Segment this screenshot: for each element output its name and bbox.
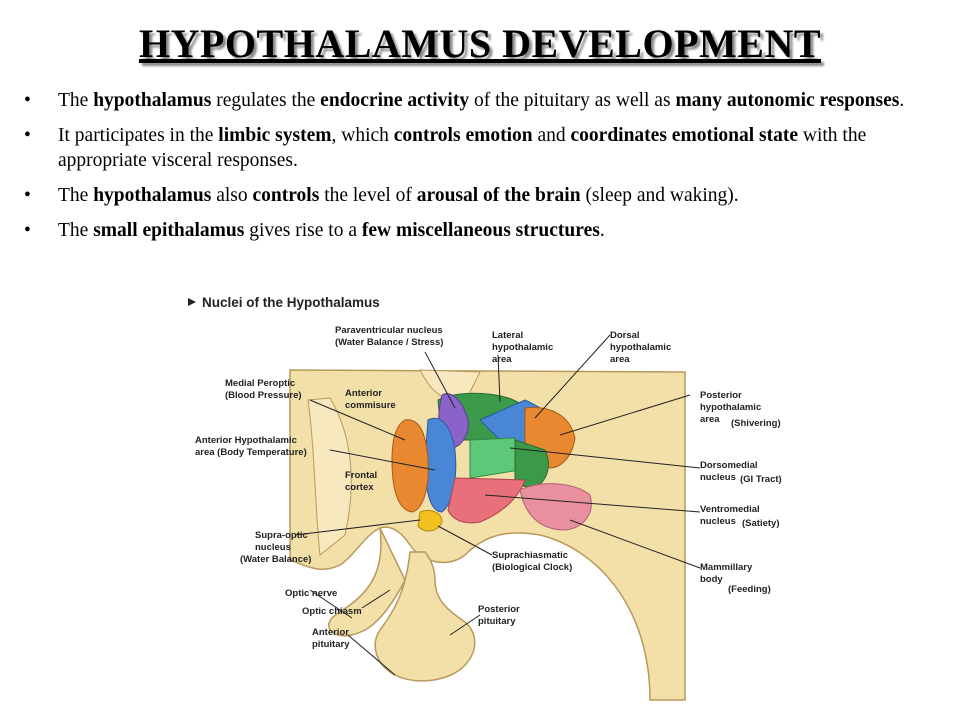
label-medial-preoptic: Medial Peroptic bbox=[225, 378, 295, 389]
label-posterior-pituitary: pituitary bbox=[478, 616, 516, 627]
optic-nerve-shape bbox=[328, 527, 406, 637]
bullet-text: It participates in the bbox=[58, 125, 219, 146]
mammillary-body bbox=[519, 483, 592, 531]
bullet-list: • The hypothalamus regulates the endocrin… bbox=[22, 88, 922, 253]
bullet-bold-text: coordinates emotional state bbox=[570, 125, 798, 146]
bullet-text: The bbox=[58, 220, 94, 241]
bullet-text: , which bbox=[331, 125, 394, 146]
label-paraventricular: (Water Balance / Stress) bbox=[335, 337, 443, 348]
bullet-item: • The small epithalamus gives rise to a f… bbox=[22, 218, 922, 243]
label-dorsomedial: (GI Tract) bbox=[740, 474, 782, 485]
label-medial-preoptic: (Blood Pressure) bbox=[225, 390, 302, 401]
bullet-text: and bbox=[532, 125, 571, 146]
label-lateral: hypothalamic bbox=[492, 342, 553, 353]
play-triangle-icon bbox=[188, 298, 196, 306]
bullet-bold-text: small epithalamus bbox=[93, 220, 245, 241]
label-posterior: Posterior bbox=[700, 390, 742, 401]
bullet-item: • The hypothalamus regulates the endocrin… bbox=[22, 88, 922, 113]
label-posterior: area bbox=[700, 414, 720, 425]
bullet-text: gives rise to a bbox=[244, 220, 362, 241]
bullet-dot-icon: • bbox=[24, 125, 31, 146]
label-posterior-pituitary: Posterior bbox=[478, 604, 520, 615]
bullet-text: with the appropriate visceral responses. bbox=[58, 125, 867, 171]
label-suprachiasmatic: (Biological Clock) bbox=[492, 562, 572, 573]
bullet-text: (sleep and waking). bbox=[580, 185, 739, 206]
bullet-bold-text: many autonomic responses bbox=[675, 90, 900, 111]
figure-labels: Paraventricular nucleus (Water Balance /… bbox=[195, 325, 782, 650]
label-supraoptic: nucleus bbox=[255, 542, 291, 553]
label-lateral: area bbox=[492, 354, 512, 365]
bullet-bold-text: endocrine activity bbox=[320, 90, 470, 111]
slide-title: HYPOTHALAMUS DEVELOPMENT bbox=[138, 21, 822, 66]
bullet-text: . bbox=[599, 220, 605, 241]
bullet-dot-icon: • bbox=[24, 185, 31, 206]
label-supraoptic: Supra-optic bbox=[255, 530, 308, 541]
hypothalamus-figure: Nuclei of the Hypothalamus bbox=[180, 290, 820, 710]
leader-lines bbox=[294, 334, 701, 676]
bullet-item: • It participates in the limbic system, w… bbox=[22, 123, 922, 173]
label-anterior-hypothalamic: area (Body Temperature) bbox=[195, 447, 307, 458]
label-mammillary: body bbox=[700, 574, 723, 585]
label-lateral: Lateral bbox=[492, 330, 523, 341]
figure-heading: Nuclei of the Hypothalamus bbox=[202, 295, 380, 310]
bullet-bold-text: few miscellaneous structures bbox=[361, 220, 600, 241]
label-supraoptic: (Water Balance) bbox=[240, 554, 311, 565]
bullet-item: • The hypothalamus also controls the leve… bbox=[22, 183, 922, 208]
label-ventromedial: nucleus bbox=[700, 516, 736, 527]
bullet-text: the level of bbox=[319, 185, 417, 206]
bullet-bold-text: controls emotion bbox=[393, 125, 533, 146]
label-mammillary: Mammillary bbox=[700, 562, 753, 573]
bullet-bold-text: hypothalamus bbox=[93, 90, 212, 111]
bullet-text: of the pituitary as well as bbox=[469, 90, 676, 111]
frontal-cortex-shape bbox=[307, 397, 352, 556]
label-dorsomedial: nucleus bbox=[700, 472, 736, 483]
label-optic-nerve: Optic nerve bbox=[285, 588, 337, 599]
bullet-dot-icon: • bbox=[24, 90, 31, 111]
label-anterior-pituitary: pituitary bbox=[312, 639, 350, 650]
bullet-bold-text: limbic system bbox=[218, 125, 332, 146]
bullet-text: The bbox=[58, 90, 94, 111]
label-suprachiasmatic: Suprachiasmatic bbox=[492, 550, 568, 561]
label-dorsal: area bbox=[610, 354, 630, 365]
label-ventromedial: (Satiety) bbox=[742, 518, 779, 529]
bullet-text: . bbox=[899, 90, 905, 111]
label-anterior-commisure: commisure bbox=[345, 400, 396, 411]
label-dorsal: Dorsal bbox=[610, 330, 640, 341]
label-anterior-pituitary: Anterior bbox=[312, 627, 349, 638]
label-ventromedial: Ventromedial bbox=[700, 504, 760, 515]
brain-tissue bbox=[289, 369, 686, 701]
bullet-bold-text: controls bbox=[252, 185, 320, 206]
label-anterior-hypothalamic: Anterior Hypothalamic bbox=[195, 435, 297, 446]
label-paraventricular: Paraventricular nucleus bbox=[335, 325, 443, 336]
medial-preoptic-nucleus bbox=[391, 419, 429, 513]
bullet-text: also bbox=[211, 185, 253, 206]
label-dorsomedial: Dorsomedial bbox=[700, 460, 758, 471]
bullet-dot-icon: • bbox=[24, 220, 31, 241]
label-posterior: hypothalamic bbox=[700, 402, 761, 413]
bullet-text: regulates the bbox=[211, 90, 321, 111]
bullet-text: The bbox=[58, 185, 94, 206]
label-dorsal: hypothalamic bbox=[610, 342, 671, 353]
label-mammillary: (Feeding) bbox=[728, 584, 771, 595]
hypothalamus-diagram: Nuclei of the Hypothalamus bbox=[188, 295, 782, 701]
supraoptic-nucleus bbox=[417, 509, 443, 532]
label-frontal-cortex: Frontal bbox=[345, 470, 377, 481]
pituitary-shape bbox=[374, 551, 476, 682]
bullet-bold-text: hypothalamus bbox=[93, 185, 212, 206]
label-anterior-commisure: Anterior bbox=[345, 388, 382, 399]
bullet-bold-text: arousal of the brain bbox=[416, 185, 581, 206]
label-optic-chiasm: Optic chiasm bbox=[302, 606, 362, 617]
label-frontal-cortex: cortex bbox=[345, 482, 374, 493]
label-posterior: (Shivering) bbox=[731, 418, 781, 429]
